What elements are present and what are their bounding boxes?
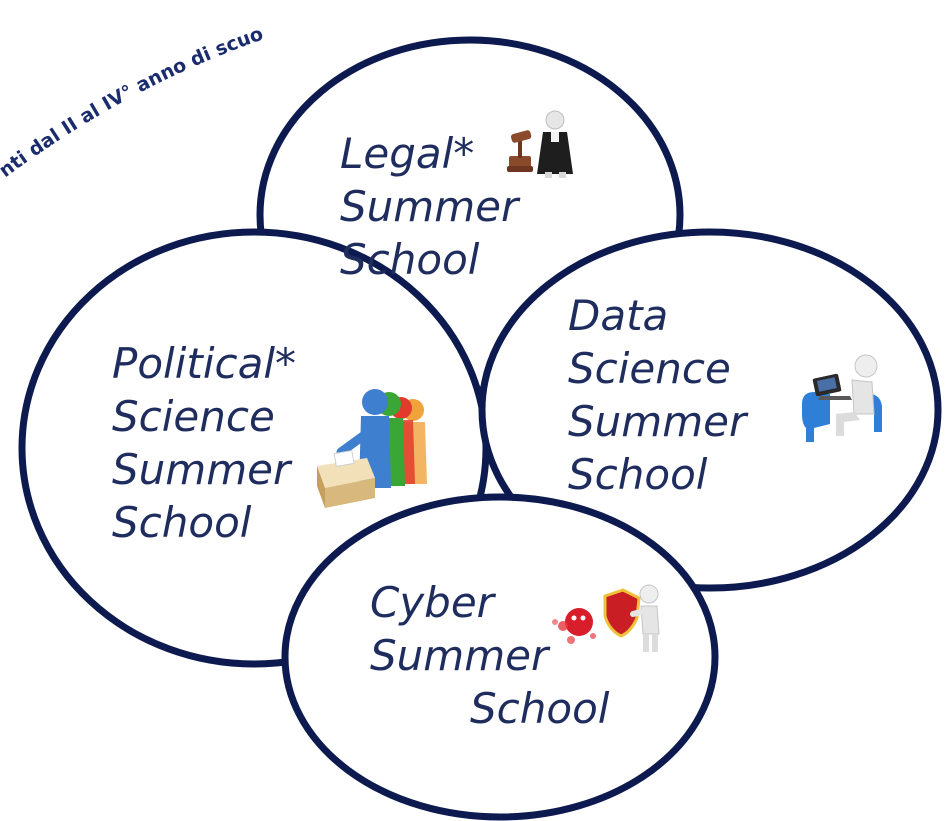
data-label: Data Science Summer School (568, 289, 746, 501)
cyber-line-2: Summer (370, 631, 549, 680)
voting-icon (317, 389, 427, 508)
shield-virus-icon (552, 584, 660, 652)
data-line-1: Data (568, 291, 669, 340)
political-line-1: Political* (112, 339, 296, 388)
legal-label: Legal* Summer School (340, 127, 518, 286)
curved-caption: nti dal II al IV° anno di scuo (0, 23, 266, 182)
cyber-line-3: School (470, 684, 610, 733)
legal-line-2: Summer (340, 182, 519, 231)
data-line-3: Summer (568, 397, 747, 446)
political-line-2: Science (112, 392, 275, 441)
judge-icon (507, 110, 573, 178)
data-line-2: Science (568, 344, 731, 393)
cyber-circle (281, 493, 719, 821)
political-line-4: School (112, 498, 252, 547)
political-line-3: Summer (112, 445, 291, 494)
cyber-line-1: Cyber (370, 578, 494, 627)
cyber-label: Cyber Summer School (370, 576, 609, 735)
legal-line-3: School (340, 235, 480, 284)
laptop-user-icon (802, 354, 882, 442)
political-label: Political* Science Summer School (112, 337, 296, 549)
data-circle (478, 228, 942, 592)
legal-line-1: Legal* (340, 129, 475, 178)
curved-caption-text: nti dal II al IV° anno di scuo (0, 23, 266, 182)
data-line-4: School (568, 450, 708, 499)
